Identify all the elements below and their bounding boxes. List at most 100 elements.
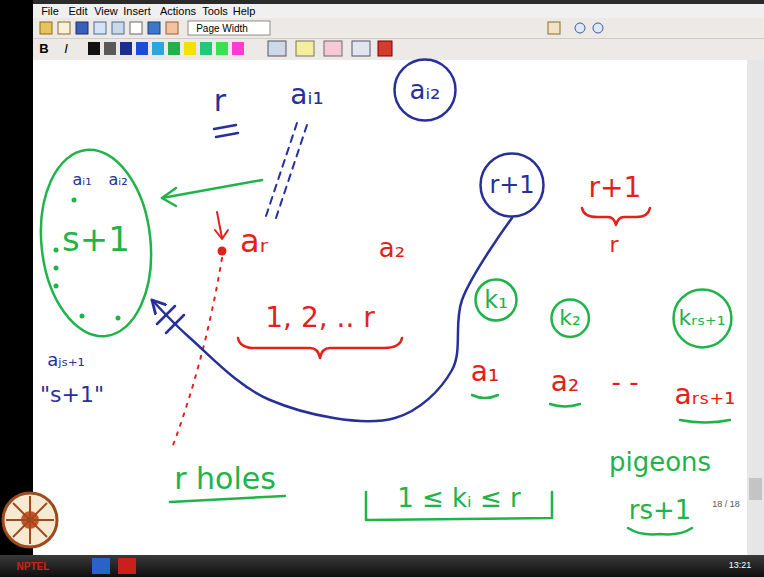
tool-icon	[94, 22, 106, 34]
handwritten-label: a₂	[379, 234, 405, 263]
label-holder: "s+1"	[40, 383, 104, 407]
color-swatch	[104, 42, 116, 55]
element-dot	[54, 284, 59, 289]
circled-term: aᵢ₂	[393, 58, 457, 122]
clock: 13:21	[729, 561, 752, 571]
color-swatch	[184, 42, 196, 55]
menu-item: Actions	[160, 5, 196, 17]
dashed-leader	[276, 122, 308, 218]
handwritten-label: s+1	[62, 221, 130, 258]
italic-button: I	[64, 42, 68, 56]
handwritten-label: aᵢ₂	[108, 171, 127, 189]
handwritten-label: a₁	[471, 357, 499, 388]
handwritten-label: kᵣₛ₊₁	[678, 306, 725, 330]
label-holder: pigeons	[609, 448, 711, 477]
color-swatch	[168, 42, 180, 55]
handwritten-label: r+1	[489, 172, 534, 198]
handwritten-label: r	[214, 84, 226, 117]
label-holder: Actions	[160, 5, 196, 17]
label-holder: 18 / 18	[712, 500, 740, 510]
label-holder: 13:21	[729, 561, 752, 571]
label-holder: aᵢ₁	[290, 80, 323, 111]
underbrace	[238, 338, 402, 358]
circle-outline	[476, 280, 517, 321]
tool-icon	[40, 22, 52, 34]
set-ellipse: aᵢ₁aᵢ₂s+1aⱼₛ₊₁	[40, 148, 152, 338]
handwritten-label: aᵢ₁	[290, 80, 323, 111]
element-dot	[116, 316, 121, 321]
handwritten-label: pigeons	[609, 448, 711, 477]
arrow-head	[215, 230, 228, 239]
handwritten-label: k₁	[484, 287, 508, 313]
label-holder: aᵣₛ₊₁	[675, 380, 736, 411]
dashed-curve	[172, 258, 222, 448]
equals-mark	[214, 125, 236, 129]
handwritten-label: "s+1"	[40, 383, 104, 407]
circle-outline	[673, 289, 731, 347]
underline	[472, 395, 498, 398]
arrow-head	[162, 188, 176, 206]
circled-term: k₂	[550, 298, 590, 338]
curved-arrow	[152, 218, 512, 421]
underline	[170, 496, 285, 502]
menu-item: Help	[233, 5, 256, 17]
label-holder: r holes	[174, 462, 276, 495]
ellipse-outline	[32, 144, 160, 341]
label-holder: 1 ≤ kᵢ ≤ r	[397, 484, 521, 513]
menu-bar	[33, 4, 764, 18]
label-holder: NPTEL	[17, 561, 50, 572]
tool-icon	[548, 22, 560, 34]
text-holder: s+1	[62, 221, 130, 258]
zoom-value: Page Width	[196, 23, 248, 34]
label-holder: I	[64, 42, 68, 56]
underbrace	[582, 208, 650, 225]
circle-outline	[395, 60, 456, 121]
color-swatch	[152, 42, 164, 55]
select-tool	[352, 41, 370, 56]
label-holder: Edit	[69, 5, 88, 17]
taskbar-icon	[118, 558, 136, 574]
logo-spokes	[6, 496, 54, 544]
circled-term: kᵣₛ₊₁	[672, 288, 733, 349]
handwritten-label: 1, 2, .. r	[265, 303, 374, 334]
element-dot	[80, 314, 85, 319]
toolbar-icons	[40, 21, 603, 56]
menu-item: File	[41, 5, 59, 17]
circled-term: k₁	[474, 278, 518, 322]
handwritten-label: a₂	[551, 367, 579, 398]
handwritten-label: r	[609, 233, 618, 257]
tool-icon	[130, 22, 142, 34]
title-bar	[33, 0, 764, 4]
tool-icon	[148, 22, 160, 34]
element-dot	[72, 198, 77, 203]
tool-icon	[166, 22, 178, 34]
underline	[680, 420, 730, 423]
handwritten-label: rs+1	[629, 496, 692, 525]
circle-outline	[551, 299, 588, 336]
label-holder: a₂	[379, 234, 405, 263]
menu-item: Edit	[69, 5, 88, 17]
logo-text: NPTEL	[17, 561, 50, 572]
label-holder: Insert	[123, 5, 151, 17]
label-holder: Page Width	[196, 23, 248, 34]
label-holder: rs+1	[629, 496, 692, 525]
handwritten-label: 1 ≤ kᵢ ≤ r	[397, 484, 521, 513]
toolbar-separator	[33, 38, 764, 39]
red-dot	[218, 247, 227, 256]
underline	[550, 404, 580, 407]
zoom-dropdown	[188, 21, 270, 35]
color-swatch	[200, 42, 212, 55]
label-holder: r	[214, 84, 226, 117]
tool-icon	[112, 22, 124, 34]
highlighter-tool	[296, 41, 314, 56]
circle-outline	[481, 154, 544, 217]
taskbar	[0, 555, 764, 577]
color-swatch	[232, 42, 244, 55]
label-holder: a₂	[551, 367, 579, 398]
logo-ring	[3, 493, 57, 547]
equals-mark	[216, 133, 238, 137]
label-holder: Tools	[202, 5, 228, 17]
label-holder: aᵣ	[240, 224, 268, 259]
